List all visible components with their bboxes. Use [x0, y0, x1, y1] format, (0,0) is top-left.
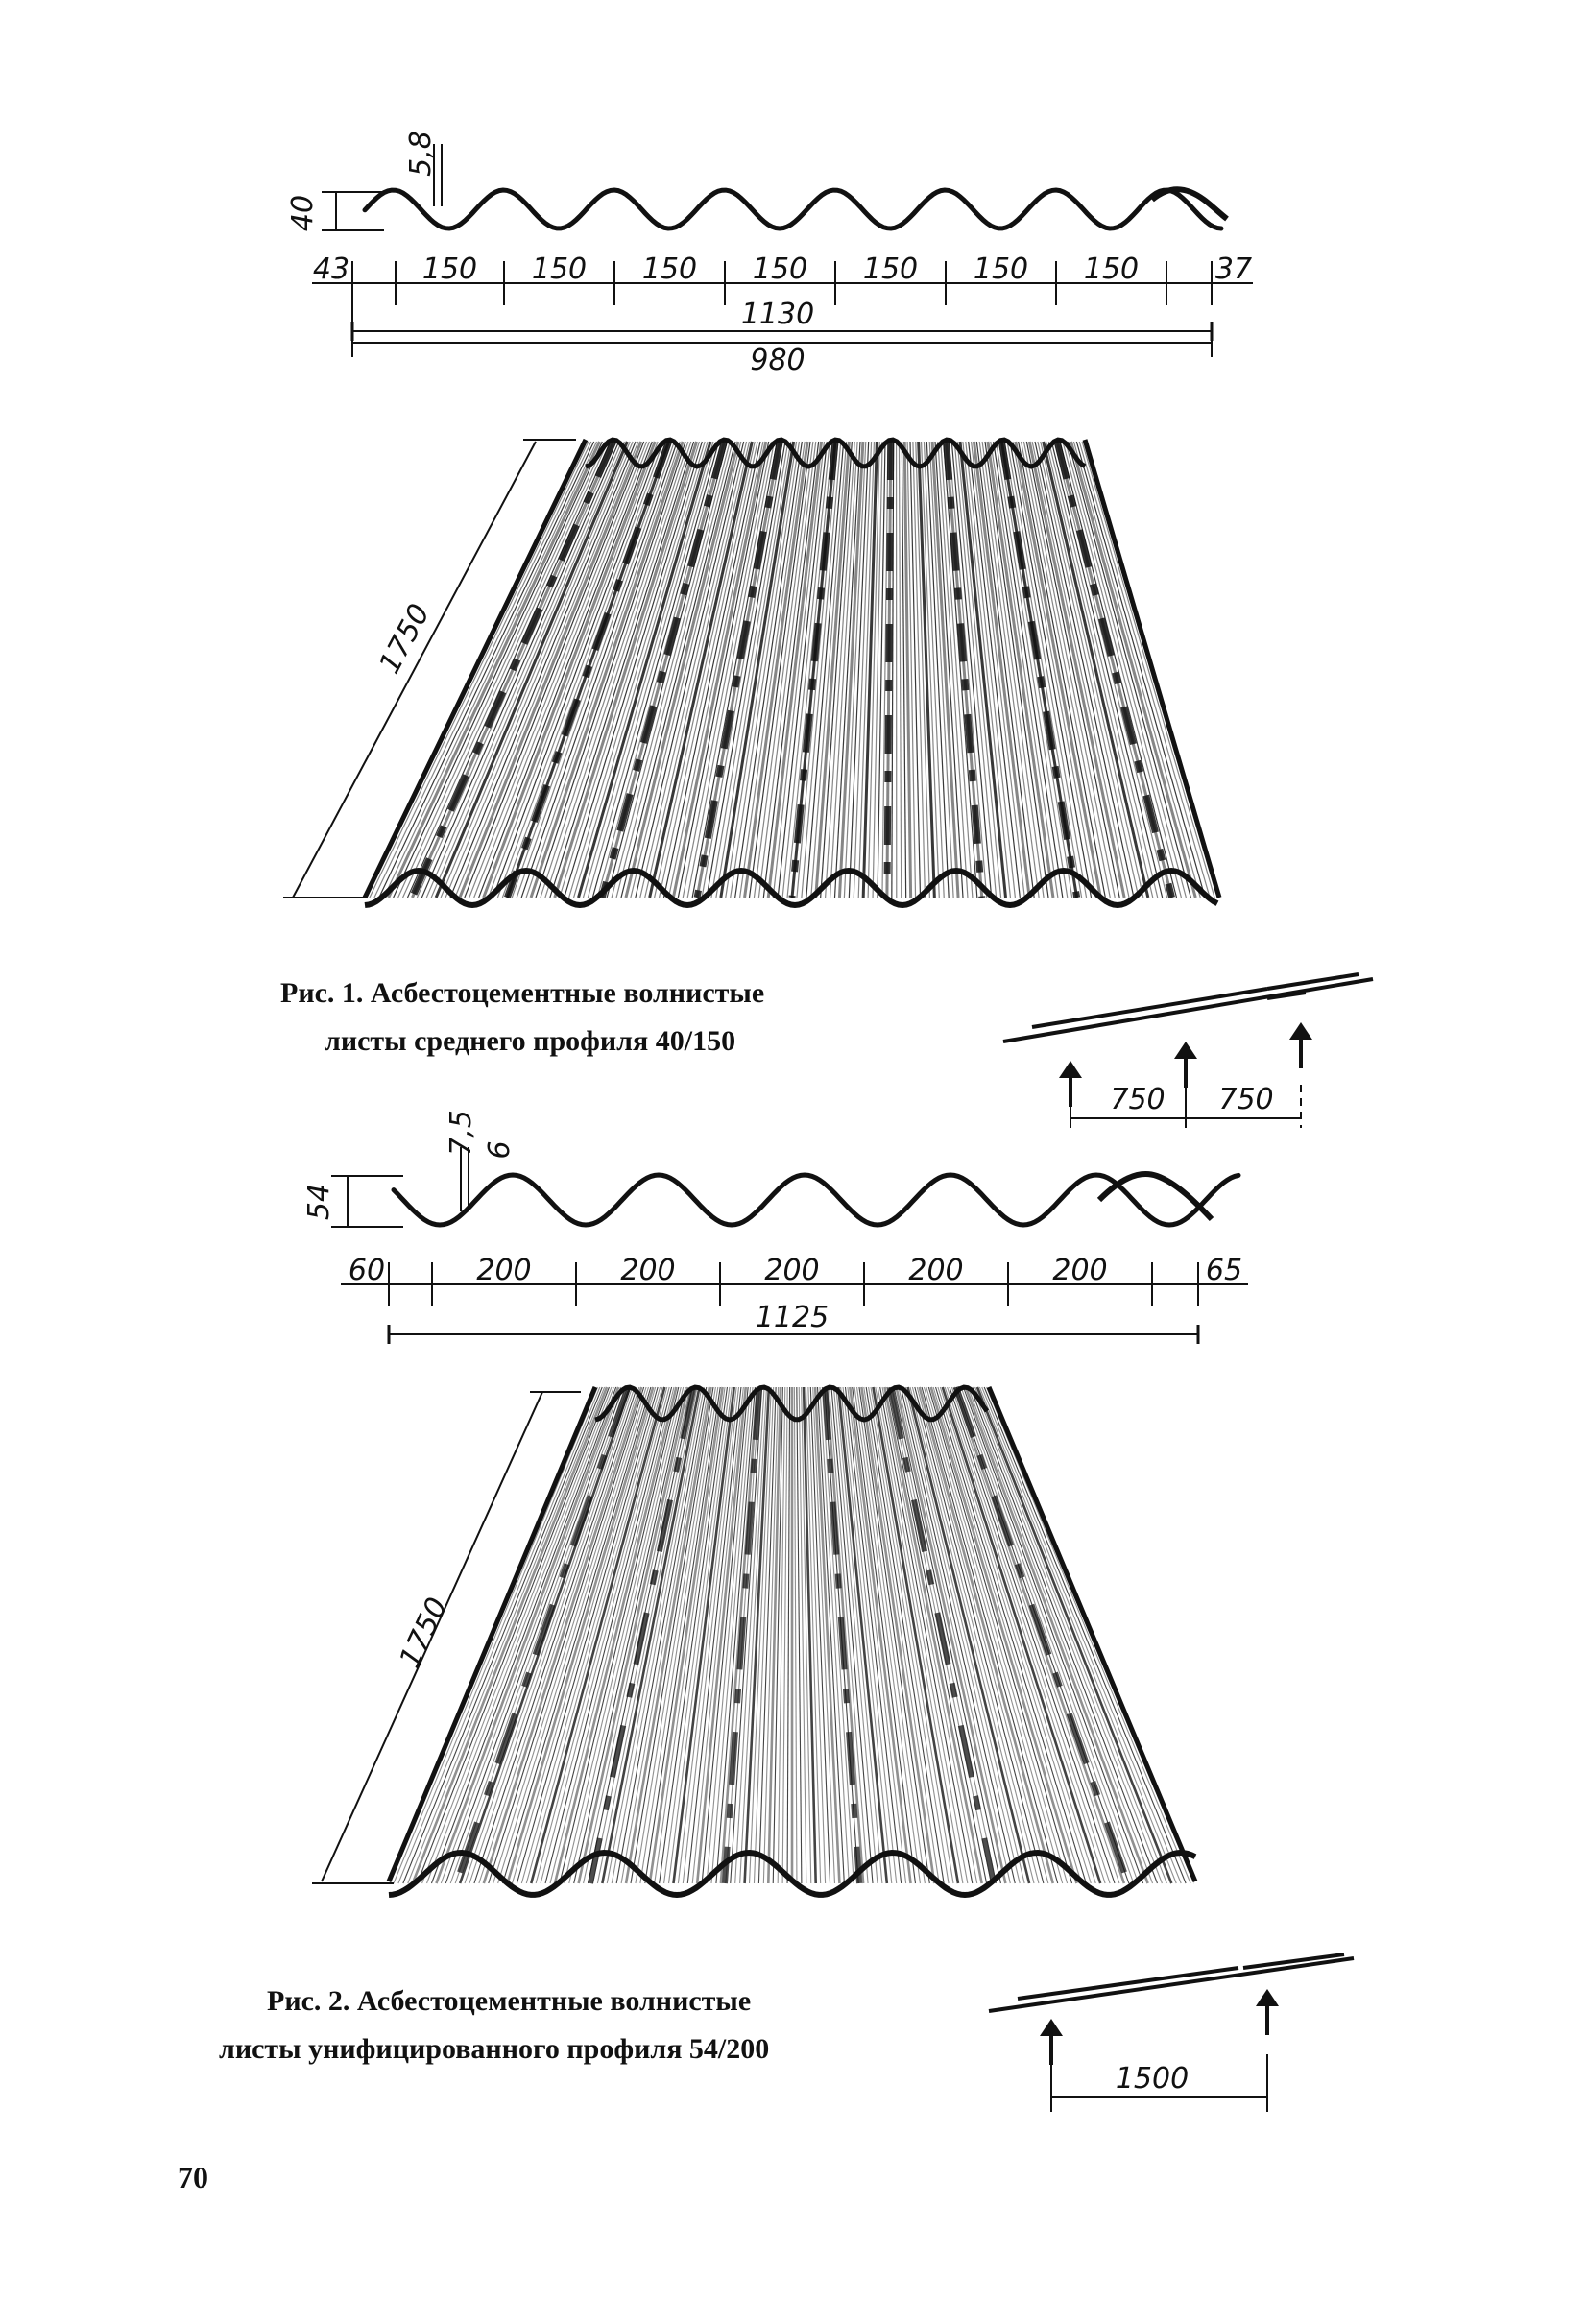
sheet-2-perspective — [312, 1384, 1198, 1899]
dim-thickness-1: 5,8 — [404, 131, 438, 177]
span-labels-1: 43 150 150 150 150 150 150 150 37 — [313, 252, 1252, 286]
span-label: 150 — [753, 252, 807, 286]
span-label: 37 — [1215, 252, 1252, 286]
caption-figure-2: Рис. 2. Асбестоцементные волнистые листы… — [219, 1977, 769, 2073]
span-labels-2: 60 200 200 200 200 200 65 — [349, 1254, 1242, 1287]
span-label: 200 — [476, 1254, 531, 1287]
span-label: 150 — [863, 252, 918, 286]
span-label: 150 — [1084, 252, 1139, 286]
span-label: 200 — [764, 1254, 819, 1287]
dim-overall-1: 1130 — [741, 298, 814, 331]
page-number: 70 — [178, 2160, 208, 2194]
span-label: 65 — [1206, 1254, 1242, 1287]
span-label: 150 — [642, 252, 697, 286]
span-label: 60 — [349, 1254, 385, 1287]
caption-figure-1: Рис. 1. Асбестоцементные волнистые листы… — [280, 970, 764, 1066]
dim-useful-1: 980 — [750, 344, 805, 377]
span-label: 150 — [422, 252, 477, 286]
span-label: 200 — [620, 1254, 675, 1287]
support-scheme-1 — [1002, 972, 1374, 1128]
profile-2-drawing — [331, 1147, 1248, 1344]
dim-height-2: 54 — [302, 1184, 336, 1220]
span-label: 200 — [1052, 1254, 1107, 1287]
dim-crest-thickness-2: 7,5 — [445, 1110, 478, 1156]
support-spacing-1b: 750 — [1218, 1083, 1273, 1116]
caption-figure-1-line-1: Рис. 1. Асбестоцементные волнистые — [280, 977, 765, 1009]
sheet-1-perspective — [283, 437, 1222, 909]
dim-length-2: 1750 — [393, 1593, 454, 1673]
caption-figure-2-line-1: Рис. 2. Асбестоцементные волнистые — [267, 1985, 752, 2017]
support-scheme-2 — [988, 1953, 1355, 2112]
span-label: 150 — [974, 252, 1028, 286]
span-label: 43 — [313, 252, 349, 286]
span-label: 200 — [908, 1254, 963, 1287]
dim-height-1: 40 — [286, 195, 320, 231]
dim-wall-thickness-2: 6 — [483, 1140, 517, 1159]
caption-figure-1-line-2: листы среднего профиля 40/150 — [325, 1025, 736, 1057]
span-label: 150 — [532, 252, 587, 286]
dim-length-1: 1750 — [373, 599, 437, 680]
caption-figure-2-line-2: листы унифицированного профиля 54/200 — [219, 2033, 770, 2065]
support-spacing-1a: 750 — [1110, 1083, 1165, 1116]
support-spacing-2: 1500 — [1116, 2062, 1189, 2096]
profile-1-drawing — [312, 144, 1253, 357]
dim-overall-2: 1125 — [756, 1301, 829, 1334]
